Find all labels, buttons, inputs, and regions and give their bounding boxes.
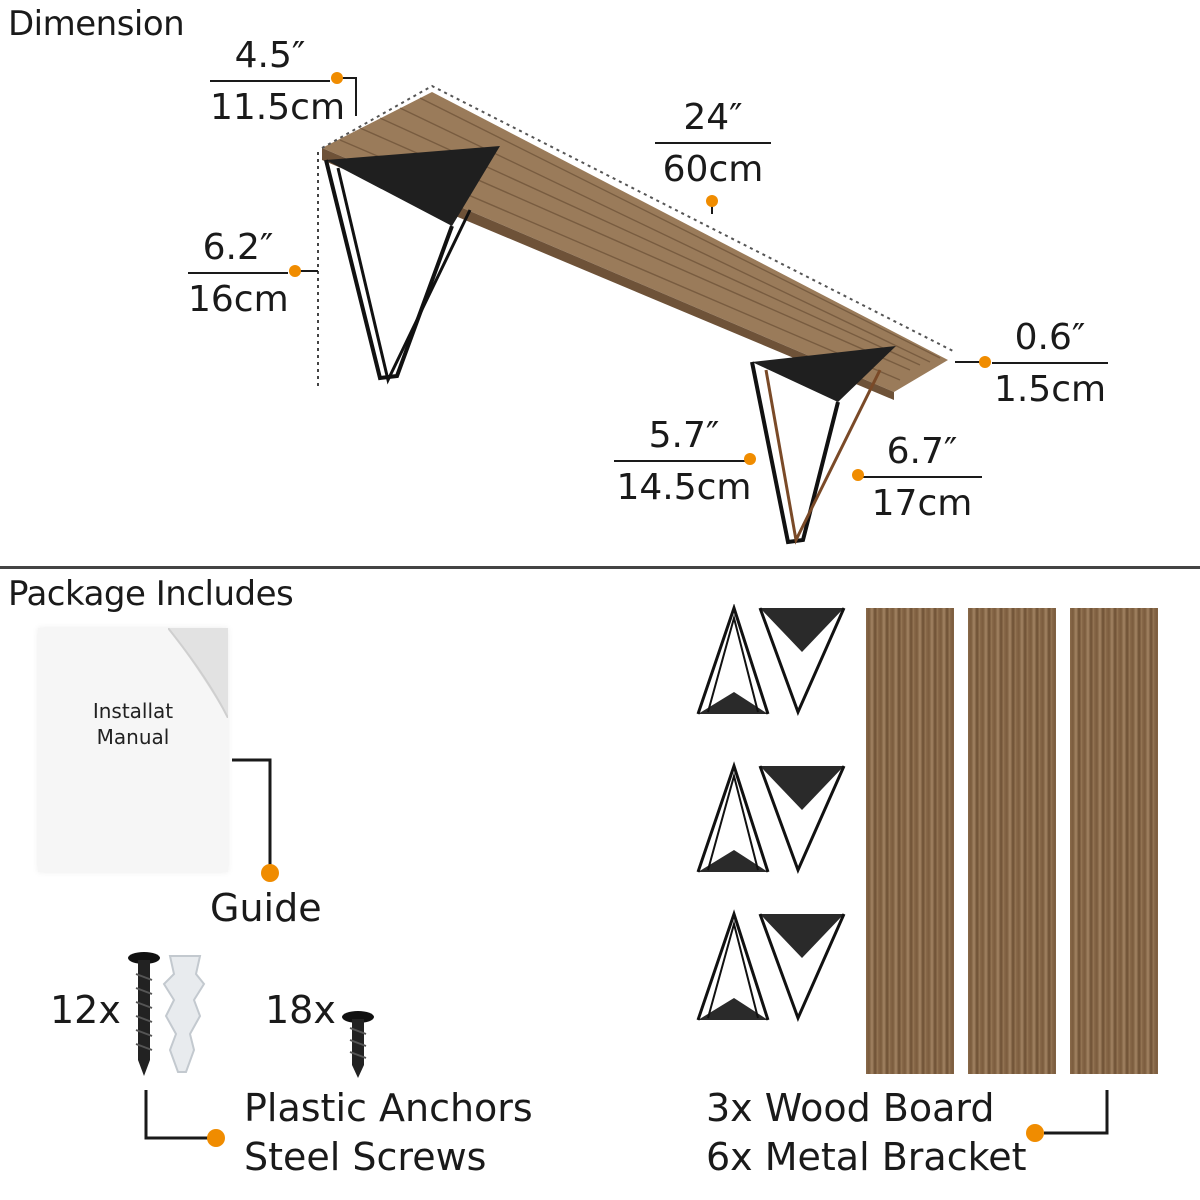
length-cm: 60cm bbox=[662, 149, 764, 190]
dimension-title: Dimension bbox=[8, 4, 185, 44]
bracket-depth-cm: 17cm bbox=[871, 483, 973, 524]
bracket-depth-dimension: 6.7″ 17cm bbox=[862, 434, 982, 522]
screws-quantity: 18x bbox=[265, 988, 336, 1032]
left-bracket-plate bbox=[326, 146, 500, 226]
hardware-label-line1: Plastic Anchors bbox=[244, 1086, 533, 1130]
wood-board-1 bbox=[866, 608, 954, 1074]
manual-title-line2: Manual bbox=[96, 725, 170, 749]
hardware-marker-dot bbox=[207, 1129, 225, 1147]
installation-manual: Installat Manual bbox=[38, 628, 228, 872]
shelf-board-front bbox=[322, 148, 894, 400]
boards-label: 3x Wood Board 6x Metal Bracket bbox=[706, 1084, 1027, 1183]
bracket-pair-2 bbox=[696, 761, 846, 875]
steel-screw-icon bbox=[342, 1011, 374, 1078]
page-curl-icon bbox=[168, 628, 228, 718]
metal-brackets-icon bbox=[696, 604, 846, 1023]
bracket-width-marker-dot bbox=[744, 453, 756, 465]
depth-dimension: 4.5″ 11.5cm bbox=[210, 38, 346, 128]
hardware-label-line2: Steel Screws bbox=[244, 1135, 487, 1180]
bracket-height-marker-dot bbox=[289, 265, 301, 277]
thickness-dimension: 0.6″ 1.5cm bbox=[992, 320, 1108, 408]
bracket-depth-marker-dot bbox=[852, 469, 864, 481]
bracket-width-cm: 14.5cm bbox=[616, 467, 752, 508]
bracket-pair-3 bbox=[696, 909, 846, 1023]
shelf-illustration bbox=[294, 77, 985, 545]
guide-marker-dot bbox=[261, 864, 279, 882]
section-divider bbox=[0, 566, 1200, 569]
thickness-marker-dot bbox=[979, 356, 991, 368]
screw-and-anchor-icon bbox=[128, 952, 206, 1076]
package-title: Package Includes bbox=[8, 574, 294, 614]
bracket-height-inch: 6.2″ bbox=[188, 230, 288, 274]
length-marker-dot bbox=[706, 195, 718, 207]
bracket-height-dimension: 6.2″ 16cm bbox=[188, 230, 289, 320]
length-dimension: 24″ 60cm bbox=[655, 100, 771, 188]
thickness-cm: 1.5cm bbox=[993, 369, 1107, 410]
bracket-pair-1 bbox=[696, 604, 846, 717]
bracket-width-dimension: 5.7″ 14.5cm bbox=[614, 418, 754, 506]
boards-label-line2: 6x Metal Bracket bbox=[706, 1135, 1027, 1180]
length-inch: 24″ bbox=[655, 100, 771, 144]
right-bracket-plate bbox=[752, 346, 896, 402]
guide-label: Guide bbox=[210, 886, 322, 930]
depth-cm: 11.5cm bbox=[210, 87, 346, 128]
depth-inch: 4.5″ bbox=[210, 38, 330, 82]
depth-marker-dot bbox=[331, 72, 343, 84]
anchors-quantity: 12x bbox=[50, 988, 121, 1032]
manual-title-line1: Installat bbox=[92, 699, 174, 723]
wood-board-2 bbox=[968, 608, 1056, 1074]
shelf-dotted-outline bbox=[321, 84, 956, 353]
boards-marker-dot bbox=[1026, 1124, 1044, 1142]
wood-board-3 bbox=[1070, 608, 1158, 1074]
bracket-width-inch: 5.7″ bbox=[614, 418, 754, 462]
boards-label-line1: 3x Wood Board bbox=[706, 1086, 995, 1130]
hardware-label: Plastic Anchors Steel Screws bbox=[244, 1084, 533, 1183]
bracket-depth-inch: 6.7″ bbox=[862, 434, 982, 478]
thickness-inch: 0.6″ bbox=[992, 320, 1108, 364]
bracket-height-cm: 16cm bbox=[188, 279, 289, 320]
shelf-board-top bbox=[322, 92, 948, 392]
